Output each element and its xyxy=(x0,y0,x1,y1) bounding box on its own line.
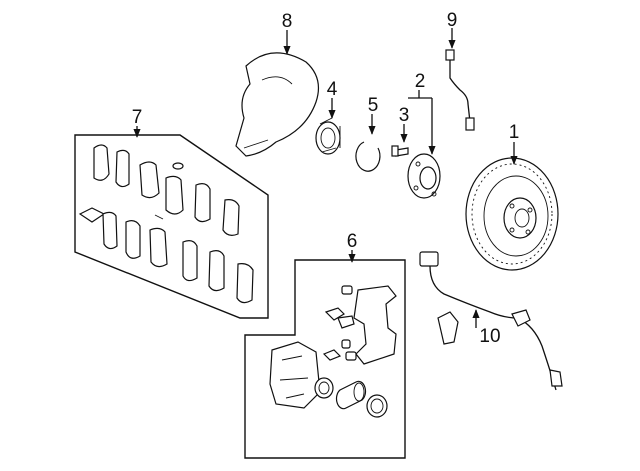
piston-seal-inner xyxy=(318,381,330,395)
hub-bolt xyxy=(391,145,409,157)
hardware-clip xyxy=(322,349,342,361)
caliper-housing xyxy=(269,341,321,409)
pad-clip xyxy=(172,162,184,170)
splash-shield-plate xyxy=(235,52,319,157)
wheel-bearing-inner xyxy=(320,127,336,149)
callout-6: 6 xyxy=(347,231,358,252)
wheel-bearing-side xyxy=(319,117,341,153)
leader-lines xyxy=(133,28,518,328)
guide-pin xyxy=(345,351,357,361)
brake-rotor-lug-hole xyxy=(527,207,533,213)
brake-hose-fitting xyxy=(445,49,455,61)
brake-rotor-lug-hole xyxy=(525,229,531,235)
wheel-bearing xyxy=(315,117,341,155)
brake-pad xyxy=(115,149,130,188)
brake-hose-line xyxy=(449,58,471,123)
pad-wear-indicator xyxy=(154,214,164,220)
brake-pad xyxy=(165,175,184,215)
abs-sensor-bracket xyxy=(511,309,531,327)
callout-5: 5 xyxy=(368,95,379,116)
brake-pad xyxy=(194,183,211,223)
brake-rotor-vent-ring xyxy=(471,163,553,265)
brake-rotor xyxy=(465,157,559,271)
bleeder-screw xyxy=(341,339,351,349)
leader-line-2 xyxy=(408,90,432,154)
abs-sensor-bracket xyxy=(437,311,459,345)
caliper-piston-face xyxy=(353,382,365,402)
callout-7: 7 xyxy=(132,107,143,128)
brake-pad xyxy=(149,227,168,268)
brake-rotor-lug-hole xyxy=(509,203,515,209)
caliper-piston xyxy=(335,380,367,410)
piston-seal xyxy=(314,377,334,399)
callout-1: 1 xyxy=(509,122,520,143)
wheel-hub-stud-hole xyxy=(415,161,421,167)
splash-shield-detail xyxy=(243,76,293,149)
wheel-bearing-outer xyxy=(315,121,341,155)
snap-ring-body xyxy=(355,141,381,172)
abs-sensor xyxy=(419,251,563,391)
wheel-hub-stud-hole xyxy=(413,185,419,191)
snap-ring xyxy=(355,141,381,172)
brake-pad xyxy=(236,263,254,304)
caliper-bracket xyxy=(353,285,397,365)
brake-rotor-face xyxy=(483,175,549,257)
brake-rotor-hat xyxy=(503,197,537,239)
wheel-hub-stud-hole xyxy=(431,191,437,197)
callout-2: 2 xyxy=(415,71,426,92)
brake-rotor-center-bore xyxy=(514,208,530,228)
brake-pad xyxy=(125,220,141,259)
hardware-clip xyxy=(337,315,355,329)
callout-8: 8 xyxy=(282,11,293,32)
callout-3: 3 xyxy=(399,105,410,126)
hub-bolt-head xyxy=(391,145,399,157)
callout-9: 9 xyxy=(447,10,458,31)
abs-sensor-connector xyxy=(419,251,439,267)
piston-boot-inner xyxy=(370,398,384,414)
brake-pad xyxy=(222,199,240,236)
piston-boot xyxy=(366,394,388,418)
caliper-group xyxy=(244,259,406,459)
brake-hose xyxy=(445,49,475,131)
callout-4: 4 xyxy=(327,79,338,100)
abs-sensor-head xyxy=(549,369,563,387)
guide-pin xyxy=(341,285,353,295)
brake-hose-fitting xyxy=(465,117,475,131)
brake-pad xyxy=(93,144,110,181)
brake-pads-group xyxy=(74,134,269,319)
brake-pad xyxy=(102,211,118,250)
brake-pad xyxy=(182,240,198,282)
wheel-hub-pilot xyxy=(419,166,437,190)
caliper-housing-detail xyxy=(279,355,309,399)
splash-shield xyxy=(235,52,319,157)
brake-pad xyxy=(139,161,160,199)
hardware-clip xyxy=(324,307,345,321)
callout-labels: 1 2 3 4 5 6 7 8 9 10 xyxy=(132,10,520,347)
wheel-hub xyxy=(407,153,441,199)
abs-sensor-wire xyxy=(429,265,557,391)
callout-10: 10 xyxy=(479,326,500,347)
brake-rotor-lug-hole xyxy=(509,227,515,233)
brake-pad xyxy=(208,250,225,292)
